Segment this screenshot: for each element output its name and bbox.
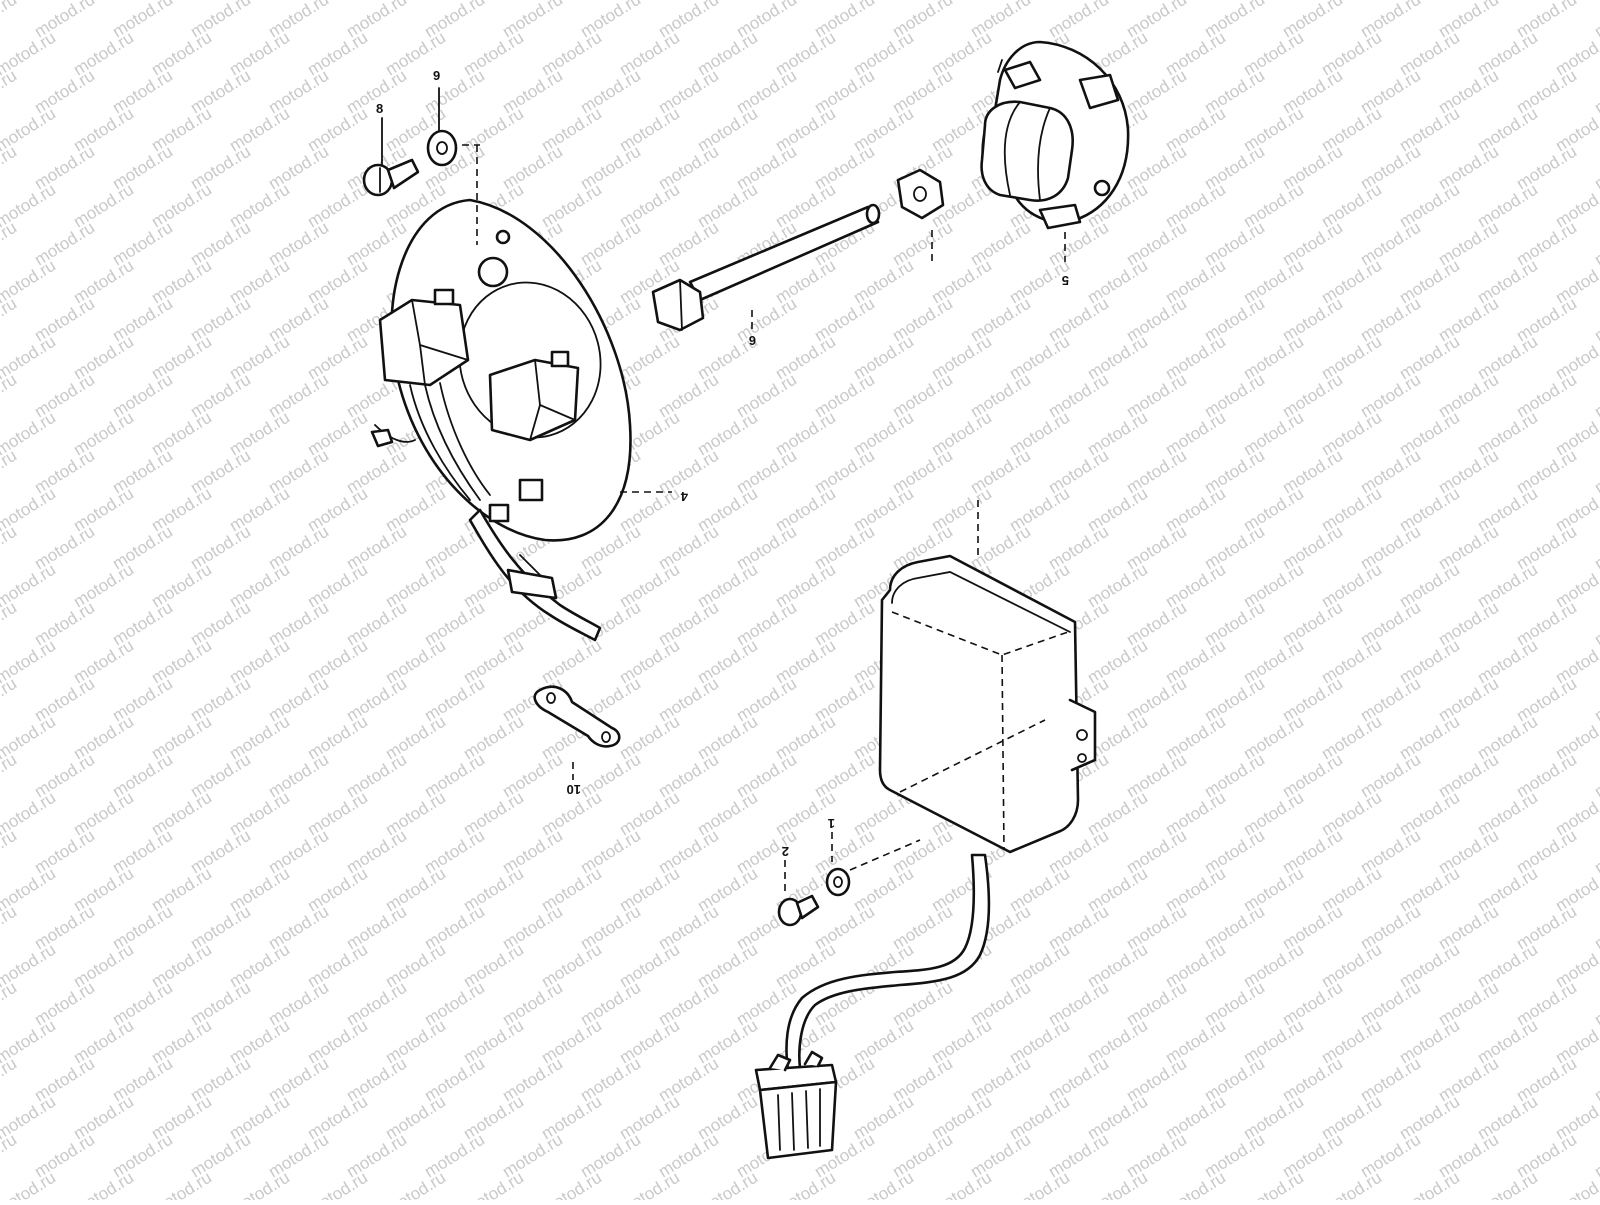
watermark-text: motod.ru xyxy=(304,1168,371,1200)
watermark-text: motod.ru xyxy=(0,218,20,270)
small-screw-part-2 xyxy=(777,894,820,927)
stator-plate-part xyxy=(370,198,632,642)
watermark-text: motod.ru xyxy=(772,1168,839,1200)
watermark-text: motod.ru xyxy=(0,294,20,346)
watermark-text: motod.ru xyxy=(0,1168,59,1200)
watermark-text: motod.ru xyxy=(0,370,20,422)
screw-part-8 xyxy=(362,158,420,197)
watermark-text: motod.ru xyxy=(1084,1168,1151,1200)
watermark-text: motod.ru xyxy=(1162,1168,1229,1200)
callout-1: 1 xyxy=(828,816,835,831)
bolt-part-6 xyxy=(651,203,881,332)
nut-part xyxy=(896,168,945,220)
watermark-text: motod.ru xyxy=(0,1054,20,1106)
watermark-text: motod.ru xyxy=(1006,1168,1073,1200)
watermark-text: motod.ru xyxy=(460,1168,527,1200)
callout-2: 2 xyxy=(782,844,789,859)
watermark-text: motod.ru xyxy=(850,1168,917,1200)
watermark-text: motod.ru xyxy=(0,1130,20,1182)
watermark-text: motod.ru xyxy=(226,1168,293,1200)
small-washer-part xyxy=(825,867,851,897)
watermark-text: motod.ru xyxy=(0,446,20,498)
watermark-text: motod.ru xyxy=(1474,1168,1541,1200)
ignitor-module-part-1 xyxy=(754,554,1097,1160)
leader-line-ignitor-mount xyxy=(849,839,921,871)
watermark-text: motod.ru xyxy=(0,142,20,194)
watermark-text: motod.ru xyxy=(694,1168,761,1200)
watermark-text: motod.ru xyxy=(0,522,20,574)
callout-9: 9 xyxy=(433,68,440,83)
watermark-text: motod.ru xyxy=(70,1168,137,1200)
watermark-text: motod.ru xyxy=(1552,1168,1600,1200)
watermark-text: motod.ru xyxy=(148,1168,215,1200)
watermark-text: motod.ru xyxy=(0,674,20,726)
watermark-text: motod.ru xyxy=(538,1168,605,1200)
watermark-text: motod.ru xyxy=(0,598,20,650)
callout-10: 10 xyxy=(567,782,581,797)
watermark-text: motod.ru xyxy=(1318,1168,1385,1200)
watermark-text: motod.ru xyxy=(0,978,20,1030)
watermark-text: motod.ru xyxy=(0,66,20,118)
watermark-text: motod.ru xyxy=(0,902,20,954)
callout-5: 5 xyxy=(1062,273,1069,288)
watermark-text: motod.ru xyxy=(928,1168,995,1200)
washer-part-9 xyxy=(426,129,458,167)
watermark-text: motod.ru xyxy=(0,0,20,41)
watermark-text: motod.ru xyxy=(616,1168,683,1200)
callout-8: 8 xyxy=(376,101,383,116)
callout-6: 6 xyxy=(749,333,756,348)
watermark-text: motod.ru xyxy=(0,826,20,878)
watermark-text: motod.ru xyxy=(1240,1168,1307,1200)
watermark-text: motod.ru xyxy=(382,1168,449,1200)
callout-4: 4 xyxy=(680,489,688,504)
cable-clip-part-10 xyxy=(533,685,621,748)
watermark-text: motod.ru xyxy=(0,750,20,802)
watermark-text: motod.ru xyxy=(1396,1168,1463,1200)
rotor-part-5 xyxy=(980,40,1130,230)
